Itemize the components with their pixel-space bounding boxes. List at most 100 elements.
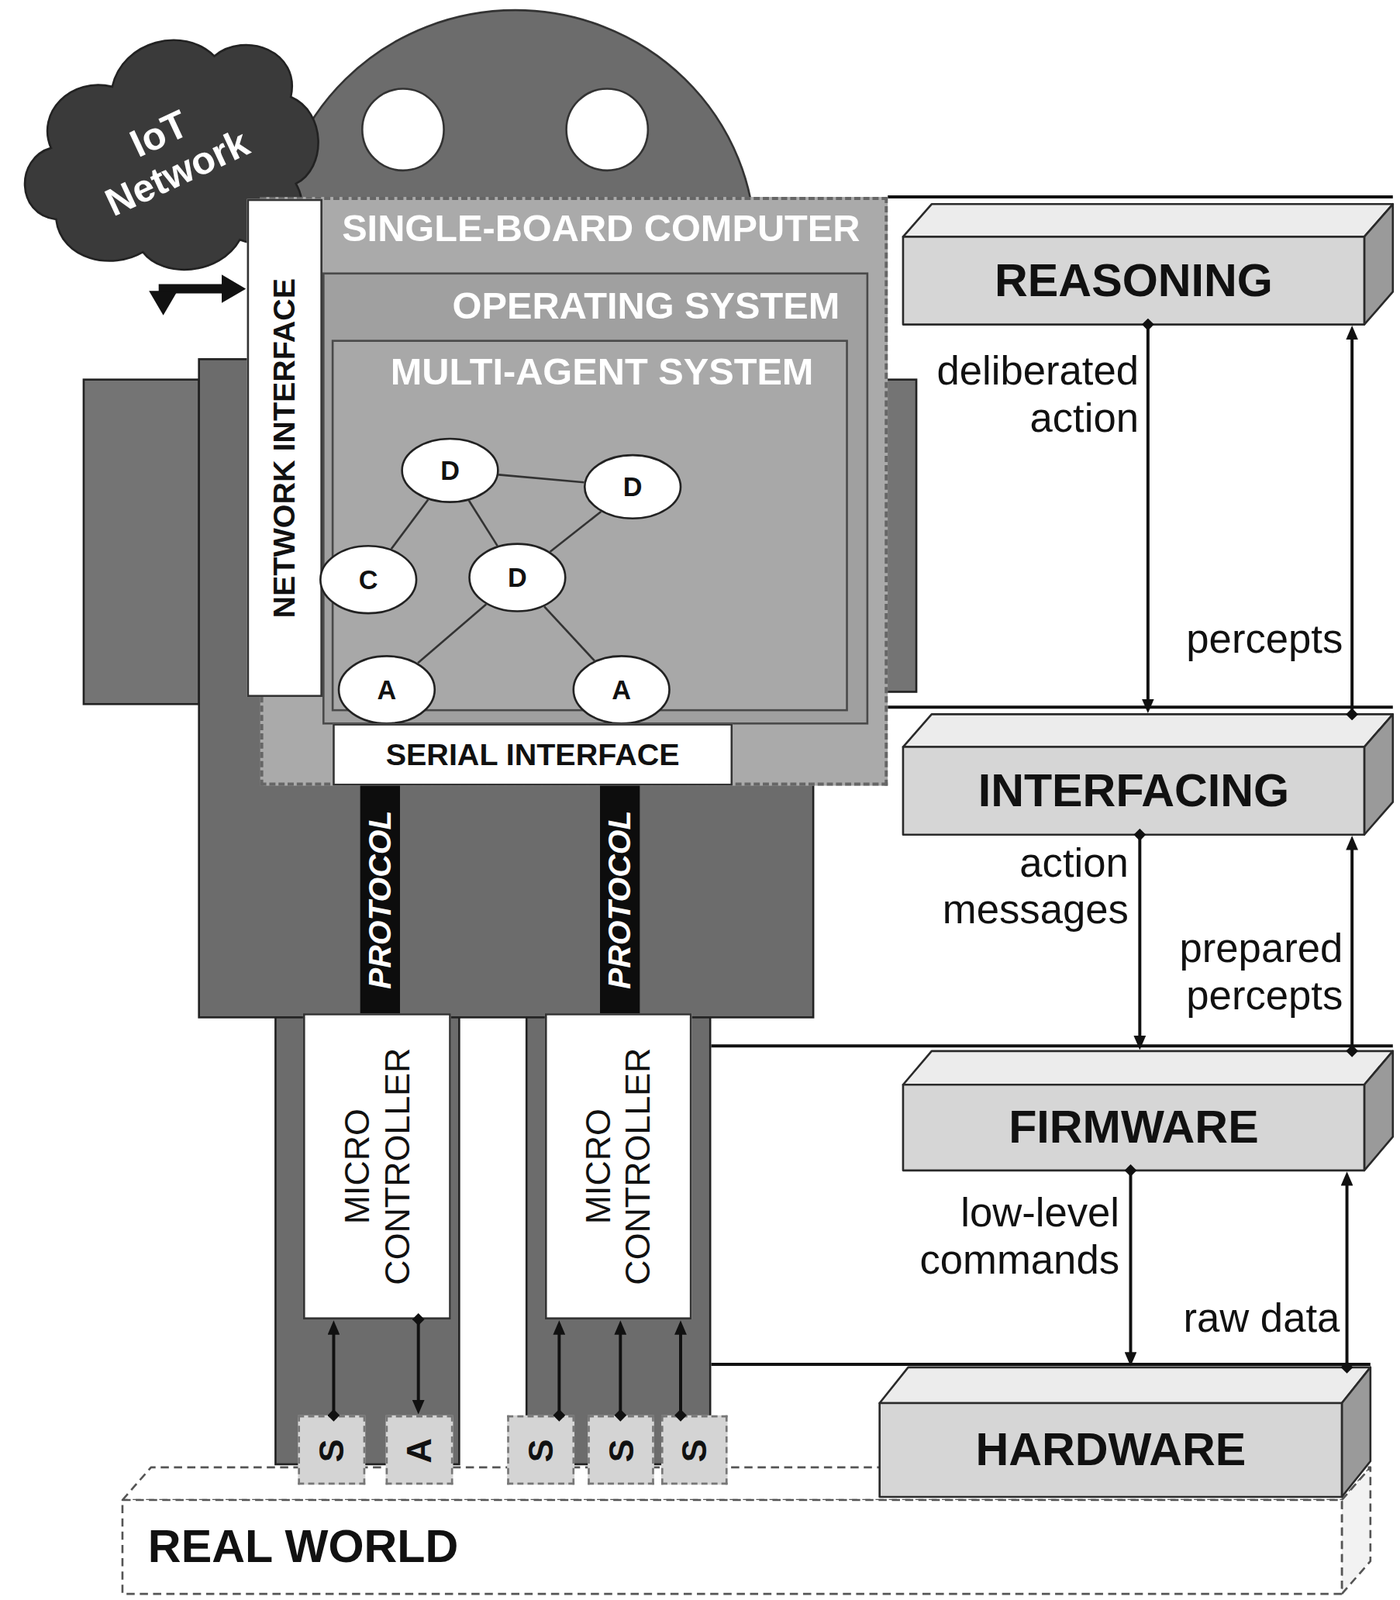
block-side-face [1364,203,1394,325]
connector [1146,324,1150,700]
connector [544,606,595,661]
connector [1137,834,1142,1038]
block-top-face [903,1051,1394,1085]
node-label: MICRO CONTROLLER [337,1019,418,1314]
connector [331,1333,335,1415]
node-label: OPERATING SYSTEM [324,283,841,329]
edge-label-slot: raw data [1166,1293,1341,1342]
interface-box: NETWORK INTERFACE [247,199,323,697]
node-label: D [468,542,566,613]
agent-ellipse: D [400,437,499,504]
node-label: A [399,1421,439,1480]
connector [1129,1170,1133,1354]
edge-label: raw data [1166,1293,1341,1342]
connector [498,474,584,483]
layer-divider [710,1362,1370,1366]
interface-box: SERIAL INTERFACE [332,723,733,786]
edge-label-slot: prepared percepts [1158,924,1343,1019]
node-label: REASONING [903,236,1365,325]
robot-eye [362,89,444,171]
block-front-face [903,236,1365,325]
edge-label: low-level commands [894,1189,1120,1283]
agent-ellipse: A [572,655,670,725]
block-side-face [1364,1051,1394,1171]
node-label: MICRO CONTROLLER [578,1019,659,1314]
controller-box: MICRO CONTROLLER [544,1013,693,1320]
robot-arm [83,379,200,705]
node-label: INTERFACING [903,747,1365,835]
node-label: D [583,454,682,520]
connector [550,511,602,552]
device-box: S [297,1415,366,1486]
node-label: S [674,1421,714,1480]
edge-label: prepared percepts [1158,924,1343,1019]
connector [163,289,223,293]
device-box: S [661,1415,728,1486]
node-label: SINGLE-BOARD COMPUTER [325,206,877,252]
node-label: HARDWARE [879,1403,1342,1497]
block-top-face [903,203,1394,237]
device-box: S [587,1415,655,1486]
layer-block: HARDWARE [879,1367,1371,1497]
device-box: S [506,1415,575,1486]
protocol-band: PROTOCOL [360,786,400,1014]
block-side-face [1341,1367,1371,1497]
edge-label: deliberated action [913,347,1139,442]
controller-box: MICRO CONTROLLER [303,1013,452,1320]
node-label: MULTI-AGENT SYSTEM [358,350,846,396]
node-label: A [337,655,436,725]
layer-block: FIRMWARE [903,1051,1394,1171]
node-label: FIRMWARE [903,1084,1365,1171]
connector [391,500,429,550]
agent-ellipse: C [319,544,418,615]
layer-divider [710,1044,1393,1048]
node-label: D [400,437,499,504]
system-box: DDCDAAMULTI-AGENT SYSTEMOPERATING SYSTEM [322,272,869,725]
node-label: C [319,544,418,615]
layer-divider [887,705,1394,709]
connector [417,1319,421,1401]
edge-label: action messages [924,838,1129,933]
node-label: S [311,1421,352,1480]
layer-block: INTERFACING [903,713,1394,835]
connector [417,604,487,664]
connector [618,1333,622,1415]
agent-ellipse: A [337,655,436,725]
connector [1350,338,1354,714]
block-top-face [879,1367,1371,1404]
block-top-face [903,713,1394,747]
robot-eye [566,89,649,171]
block-front-face [879,1403,1342,1497]
block-front-face [903,1084,1365,1171]
robot-leg [275,1010,459,1465]
node-label: S [520,1421,561,1480]
agent-ellipse: D [583,454,682,520]
block-front-face [122,1500,1342,1594]
node-label: S [600,1421,641,1480]
edge-label-slot: percepts [1169,615,1344,663]
agent-ellipse: D [468,542,566,613]
connector [557,1333,561,1415]
node-label: PROTOCOL [362,789,399,1010]
edge-label-slot: action messages [924,838,1129,933]
robot-leg [526,1010,711,1465]
connector [1350,848,1354,1052]
node-label: NETWORK INTERFACE [267,204,303,691]
layer-block: REASONING [903,203,1394,325]
connector [1345,1184,1349,1368]
layer-divider [887,195,1394,199]
connector [468,500,498,546]
block-front-face [903,747,1365,835]
node-label: A [572,655,670,725]
protocol-band: PROTOCOL [600,786,640,1014]
edge-label: percepts [1169,615,1344,663]
node-label: REAL WORLD [148,1500,1342,1594]
device-box: A [386,1415,454,1486]
edge-label-slot: deliberated action [913,347,1139,442]
board-frame: NETWORK INTERFACEDDCDAAMULTI-AGENT SYSTE… [260,196,889,787]
node-label: SERIAL INTERFACE [334,725,732,784]
node-label: PROTOCOL [601,789,638,1010]
edge-label-slot: low-level commands [894,1189,1120,1283]
